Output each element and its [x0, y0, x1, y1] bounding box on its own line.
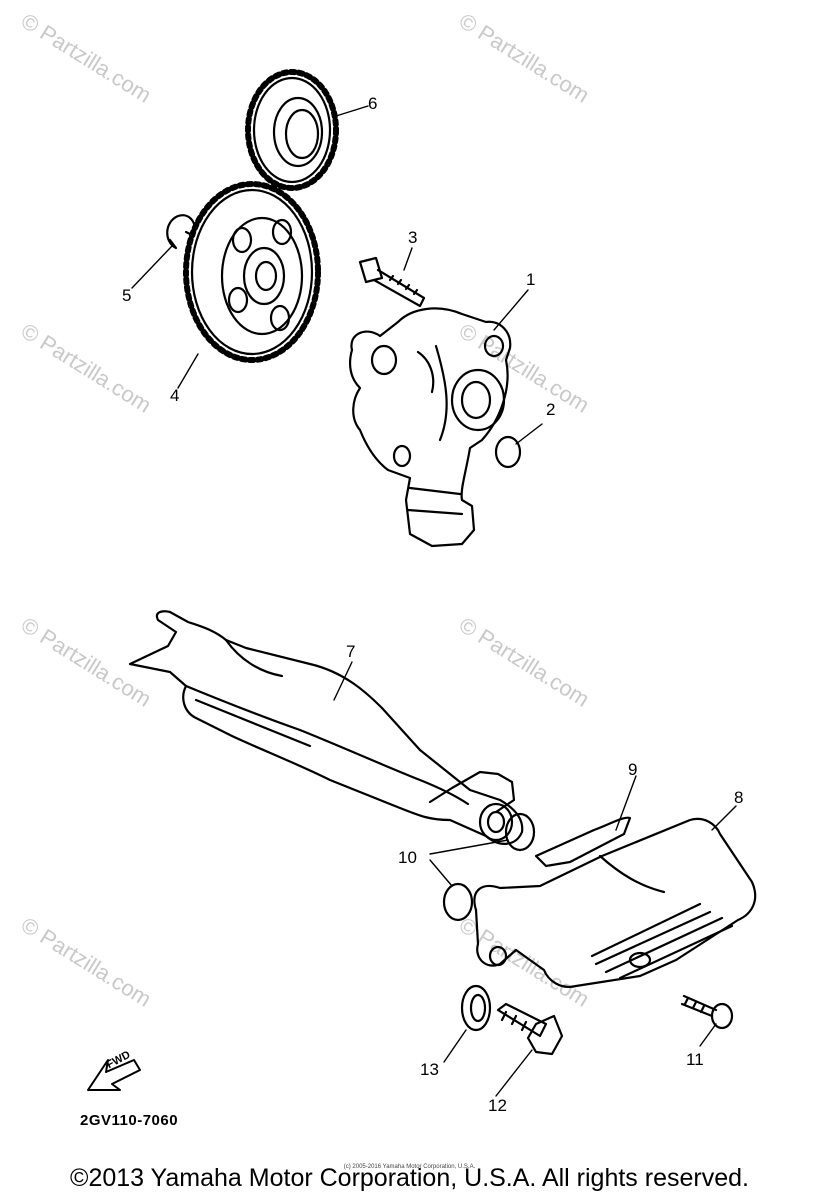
diagram-code: 2GV110-7060 [80, 1112, 179, 1129]
bolt-part [358, 256, 426, 308]
callout-11: 11 [686, 1050, 704, 1069]
callout-10: 10 [398, 848, 417, 867]
callout-3: 3 [408, 228, 418, 247]
callout-12: 12 [488, 1096, 507, 1115]
callout-8: 8 [734, 788, 744, 807]
fwd-arrow-icon [87, 1059, 141, 1091]
callout-6: 6 [368, 94, 378, 113]
oil-pump-part [349, 307, 512, 548]
leader-lines [131, 105, 737, 1097]
small-gear-part [245, 69, 339, 191]
callout-13: 13 [420, 1060, 439, 1079]
o-ring-upper-part [504, 812, 536, 852]
callout-2: 2 [546, 400, 556, 419]
o-ring-part [494, 435, 522, 469]
callout-9: 9 [628, 760, 638, 779]
oil-strainer-part [128, 610, 524, 845]
large-gear-part [183, 181, 321, 363]
circlip-part [166, 214, 197, 250]
callout-4: 4 [170, 386, 180, 405]
gasket-part [534, 816, 632, 868]
copyright-small-notice: (c) 2005-2016 Yamaha Motor Corporation, … [343, 1164, 476, 1170]
o-ring-lower-part [442, 882, 474, 922]
callout-7: 7 [346, 642, 356, 661]
washer-part [460, 984, 492, 1032]
drain-bolt-part [496, 1002, 564, 1056]
screw-part [680, 994, 734, 1030]
copyright-notice: ©2013 Yamaha Motor Corporation, U.S.A. A… [70, 1164, 749, 1192]
callout-1: 1 [526, 270, 536, 289]
strainer-cover-part [473, 817, 757, 988]
callout-5: 5 [122, 286, 132, 305]
